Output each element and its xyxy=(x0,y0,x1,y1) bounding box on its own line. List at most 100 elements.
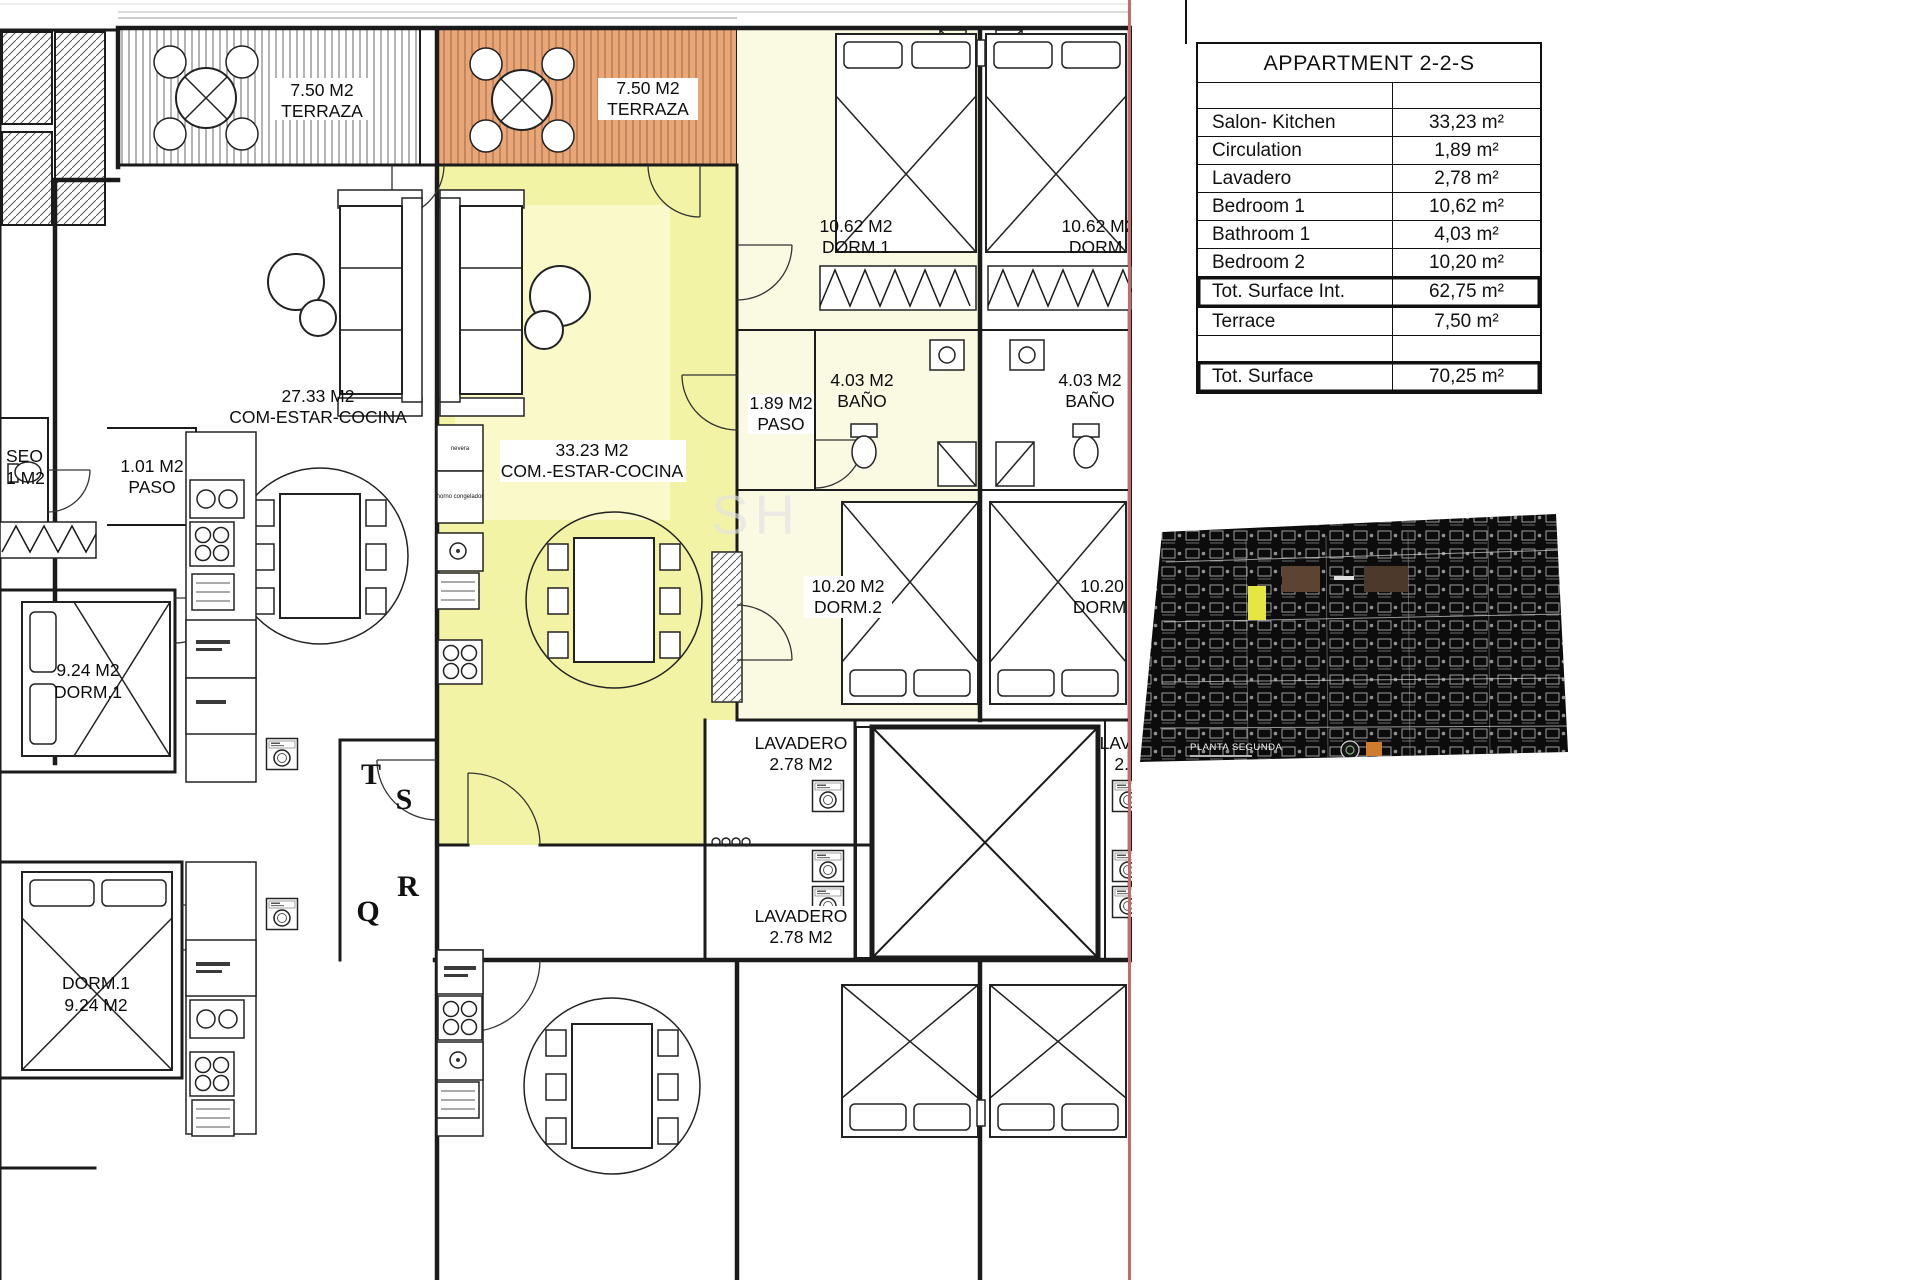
walls xyxy=(0,25,1132,1280)
keyplan-logo-icon xyxy=(1340,740,1360,760)
label-terraza-left-area: 7.50 M2 xyxy=(290,80,353,100)
stove-icon xyxy=(437,995,483,1041)
row-label: Tot. Surface Int. xyxy=(1198,277,1393,307)
label-dorm1-right-name: DORM. xyxy=(1069,237,1127,257)
dining-table-icon xyxy=(523,997,701,1175)
frame-tick xyxy=(1185,0,1187,44)
keyplan-photo-patch xyxy=(1282,566,1320,592)
label-paso-main-area: 1.89 M2 xyxy=(749,393,812,413)
stair-hatch xyxy=(1,31,106,226)
sink-icon xyxy=(436,532,484,572)
row-label: Tot. Surface xyxy=(1198,362,1393,392)
room-labels: 7.50 M2 TERRAZA 7.50 M2 TERRAZA 27.33 M2… xyxy=(6,78,1193,1015)
bed-icon xyxy=(989,501,1127,705)
table-spacer-row xyxy=(1198,83,1540,109)
kitchen-units xyxy=(185,431,299,783)
table-row-total: Tot. Surface 70,25 m² xyxy=(1198,362,1540,392)
stair-letter-q: Q xyxy=(356,895,379,928)
row-value: 33,23 m² xyxy=(1428,112,1504,133)
label-salon-left-name: COM-ESTAR-COCINA xyxy=(229,407,407,427)
label-lavadero2-area: 2.78 M2 xyxy=(769,927,832,947)
row-value: 1,89 m² xyxy=(1434,140,1499,161)
area-summary-table: APPARTMENT 2-2-S Salon- Kitchen 33,23 m²… xyxy=(1196,42,1542,394)
label-backs xyxy=(272,78,892,948)
row-value: 10,62 m² xyxy=(1428,196,1504,217)
coffee-table-icon xyxy=(267,253,591,350)
row-label: Salon- Kitchen xyxy=(1198,109,1393,136)
stair-letter-r: R xyxy=(397,870,419,903)
fridge-label: nevera xyxy=(451,446,470,452)
label-salon-main-area: 33.23 M2 xyxy=(556,440,629,460)
label-dorm1-left-name: DORM.1 xyxy=(54,682,122,702)
row-label: Terrace xyxy=(1198,308,1393,335)
label-lavadero2-name: LAVADERO xyxy=(755,906,848,926)
sink-icon xyxy=(929,339,1045,371)
bed-icon xyxy=(989,984,1127,1138)
nightstand-icon xyxy=(976,1099,986,1127)
label-lavadero1-name: LAVADERO xyxy=(755,733,848,753)
label-paso-left-name: PASO xyxy=(128,477,175,497)
keyplan-logo-mark xyxy=(1366,742,1382,756)
drawers-icon xyxy=(436,1081,480,1119)
key-plan-thumbnail: PLANTA SEGUNDA xyxy=(1136,510,1576,780)
label-terraza-main-area: 7.50 M2 xyxy=(616,78,679,98)
plan-cut-line xyxy=(1128,0,1131,1280)
label-lavadero1-area: 2.78 M2 xyxy=(769,754,832,774)
apartment-title: APPARTMENT 2-2-S xyxy=(1198,44,1540,83)
table-row: Circulation 1,89 m² xyxy=(1198,137,1540,165)
table-row: Bathroom 1 4,03 m² xyxy=(1198,221,1540,249)
stove-icon xyxy=(189,521,235,567)
label-dorm1-main-name: DORM.1 xyxy=(822,237,890,257)
bed-icon xyxy=(985,33,1127,253)
bed-icon xyxy=(21,871,173,1071)
row-value: 70,25 m² xyxy=(1428,366,1504,387)
stair-letters: T S R Q xyxy=(356,758,419,928)
shower-icon xyxy=(937,441,1035,487)
label-bano-right-area: 4.03 M2 xyxy=(1058,370,1121,390)
washing-machine-icon xyxy=(265,897,299,931)
label-dorm1-left-area: 9.24 M2 xyxy=(56,660,119,680)
label-paso-main-name: PASO xyxy=(757,414,804,434)
table-spacer-row xyxy=(1198,336,1540,362)
keyplan-caption: PLANTA SEGUNDA xyxy=(1190,742,1283,753)
label-dorm1-main-area: 10.62 M2 xyxy=(820,216,893,236)
oven-icon xyxy=(436,470,484,524)
label-dorm2-main-name: DORM.2 xyxy=(814,597,882,617)
washing-machine-icon xyxy=(811,849,845,883)
toilet-icon xyxy=(7,423,1100,483)
sink-icon xyxy=(436,1041,484,1081)
row-value: 62,75 m² xyxy=(1428,281,1504,302)
label-bano-right-name: BAÑO xyxy=(1065,390,1115,411)
floor-drain-circles xyxy=(711,837,751,847)
label-salon-main-name: COM.-ESTAR-COCINA xyxy=(501,461,684,481)
kitchen-units xyxy=(185,861,299,1137)
label-dorm2-main-area: 10.20 M2 xyxy=(812,576,885,596)
label-bano-main-area: 4.03 M2 xyxy=(830,370,893,390)
sofa-icon xyxy=(439,189,525,417)
label-aseo-area: 1 M2 xyxy=(6,468,45,488)
kitchen-units xyxy=(436,949,484,1137)
row-label: Circulation xyxy=(1198,137,1393,164)
drawers-icon xyxy=(191,1099,235,1137)
washing-machine-icon xyxy=(811,779,845,813)
kitchen-units: nevera horno congelador xyxy=(436,424,484,685)
label-aseo-name: SEO xyxy=(6,446,43,466)
label-paso-left-area: 1.01 M2 xyxy=(120,456,183,476)
oven-label: horno congelador xyxy=(437,494,484,500)
nightstand-icon xyxy=(976,39,986,67)
sink-icon xyxy=(189,999,245,1039)
row-value: 4,03 m² xyxy=(1434,224,1499,245)
label-terraza-main-name: TERRAZA xyxy=(607,99,689,119)
door-arcs xyxy=(47,164,864,1033)
label-dorm1-bottom-area: 9.24 M2 xyxy=(64,995,127,1015)
bed-icon xyxy=(835,33,977,253)
row-label: Bedroom 2 xyxy=(1198,249,1393,276)
stove-icon xyxy=(437,639,483,685)
row-value: 10,20 m² xyxy=(1428,252,1504,273)
row-label: Lavadero xyxy=(1198,165,1393,192)
label-bano-main-name: BAÑO xyxy=(837,390,887,411)
label-salon-left-area: 27.33 M2 xyxy=(282,386,355,406)
label-lavadero-right-name: LAVADERO xyxy=(1100,733,1193,753)
watermark: SH xyxy=(711,483,801,546)
